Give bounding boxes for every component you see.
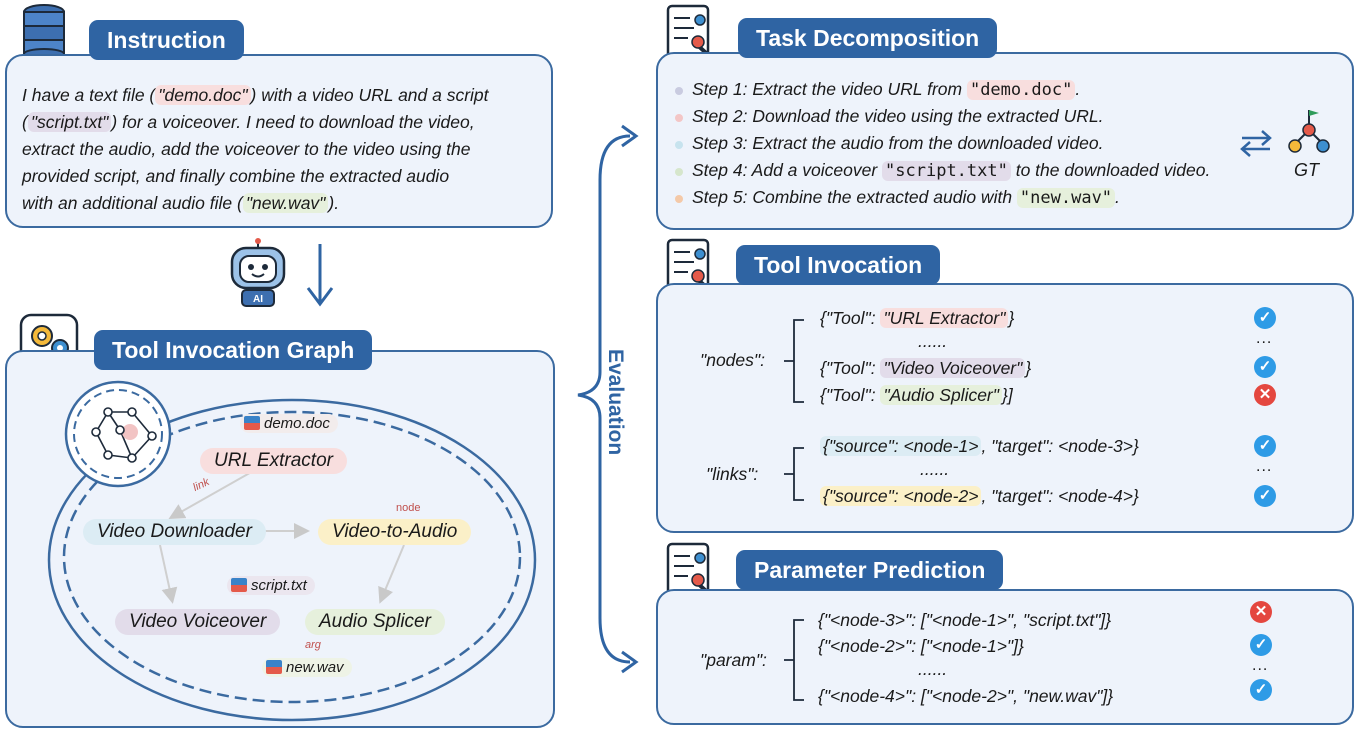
step-5-dot	[675, 195, 683, 203]
step-1-dot	[675, 87, 683, 95]
task-title: Task Decomposition	[738, 18, 998, 58]
param-title: Parameter Prediction	[736, 550, 1004, 590]
link-row-1: {"source": <node-1>, "target": <node-3>}	[820, 436, 1139, 457]
file-demo-doc: demo.doc	[240, 414, 338, 433]
step-4: Step 4: Add a voiceover "script.txt" to …	[692, 160, 1211, 181]
check-icon: ✓	[1250, 679, 1272, 701]
check-icon: ✓	[1254, 435, 1276, 457]
link-row-ellipsis: ......	[920, 459, 950, 479]
graph-inner-dashed-ellipse	[62, 410, 522, 704]
param-row-3: {"<node-4>": ["<node-2>", "new.wav"]}	[818, 686, 1114, 706]
swap-arrows-icon	[1238, 128, 1274, 158]
ellipsis-mark: ...	[1252, 657, 1269, 674]
instruction-title: Instruction	[89, 20, 244, 60]
link-row-2: {"source": <node-2>, "target": <node-4>}	[820, 486, 1139, 507]
evaluation-label: Evaluation	[604, 349, 627, 456]
check-icon: ✓	[1254, 485, 1276, 507]
step-2-dot	[675, 114, 683, 122]
down-arrow	[300, 240, 340, 310]
instruction-text: I have a text file ("demo.doc") with a v…	[22, 85, 489, 213]
param-row-1: {"<node-3>": ["<node-1>", "script.txt"]}	[818, 610, 1112, 630]
graph-outer-ellipse	[47, 398, 537, 722]
checklist-icon	[664, 540, 722, 604]
file-icon	[266, 660, 282, 674]
links-bracket	[784, 447, 804, 501]
node-audio-splicer: Audio Splicer	[305, 609, 445, 635]
links-key: "links":	[706, 464, 759, 484]
node-url-extractor: URL Extractor	[200, 448, 347, 474]
evaluation-brace	[577, 124, 639, 674]
tool-title: Tool Invocation	[736, 245, 941, 285]
node-row-2: {"Tool": "Video Voiceover"}	[820, 358, 1032, 378]
node-row-ellipsis: ......	[918, 331, 948, 351]
cross-icon: ✕	[1250, 601, 1272, 623]
file-new-wav: new.wav	[262, 658, 352, 677]
graph-title: Tool Invocation Graph	[94, 330, 373, 370]
file-icon	[231, 578, 247, 592]
node-video-voiceover: Video Voiceover	[115, 609, 281, 635]
param-bracket	[784, 619, 804, 701]
svg-text:AI: AI	[253, 294, 263, 305]
file-icon	[244, 416, 260, 430]
step-2: Step 2: Download the video using the ext…	[692, 106, 1104, 126]
param-key: "param":	[700, 650, 767, 670]
node-row-3: {"Tool": "Audio Splicer"}]	[820, 385, 1013, 405]
node-video-to-audio: Video-to-Audio	[318, 519, 472, 545]
step-5: Step 5: Combine the extracted audio with…	[692, 187, 1120, 208]
edge-label-node: node	[396, 502, 421, 514]
ground-truth-graph-icon	[1283, 104, 1335, 156]
step-1: Step 1: Extract the video URL from "demo…	[692, 79, 1081, 100]
robot-ai-icon: AI	[226, 238, 290, 308]
ellipsis-mark: ...	[1256, 458, 1273, 475]
step-4-dot	[675, 168, 683, 176]
mini-graph-icon	[91, 407, 157, 463]
step-3-dot	[675, 141, 683, 149]
ellipsis-mark: ...	[1256, 330, 1273, 347]
nodes-bracket	[784, 319, 804, 403]
file-script-txt: script.txt	[227, 576, 315, 595]
step-3: Step 3: Extract the audio from the downl…	[692, 133, 1104, 153]
param-panel	[656, 589, 1354, 725]
cross-icon: ✕	[1254, 384, 1276, 406]
gt-label: GT	[1294, 160, 1319, 180]
node-video-downloader: Video Downloader	[83, 519, 266, 545]
check-icon: ✓	[1254, 356, 1276, 378]
node-row-1: {"Tool": "URL Extractor"}	[820, 308, 1015, 328]
check-icon: ✓	[1254, 307, 1276, 329]
edge-label-arg: arg	[305, 639, 321, 651]
param-row-ellipsis: ......	[918, 659, 948, 679]
check-icon: ✓	[1250, 634, 1272, 656]
graph-diagram	[47, 380, 537, 722]
checklist-icon	[664, 2, 722, 66]
nodes-key: "nodes":	[700, 350, 765, 370]
param-row-2: {"<node-2>": ["<node-1>"]}	[818, 636, 1024, 656]
